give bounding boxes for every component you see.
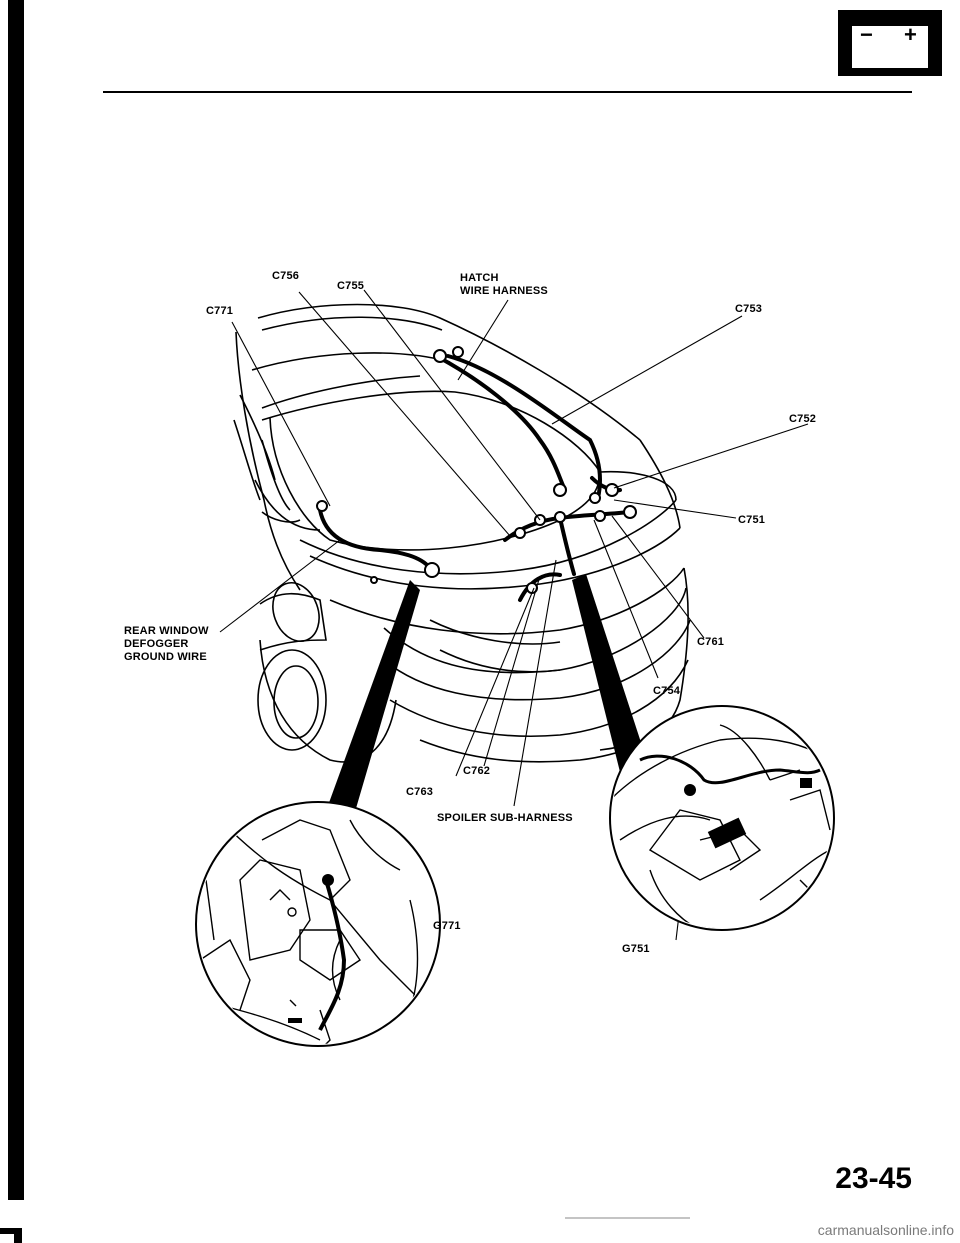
binding-bar [8,0,24,1200]
label-c755: C755 [337,280,365,292]
label-g751: G751 [622,943,650,955]
label-c756: C756 [272,270,300,282]
label-spoiler-sub-harness: SPOILER SUB-HARNESS [437,812,573,824]
label-c752: C752 [789,413,817,425]
label-c753: C753 [735,303,763,315]
label-rear-window-defogger-ground-wire: REAR WINDOW DEFOGGER GROUND WIRE [124,625,209,663]
page-number: 23-45 [835,1162,912,1195]
label-c751: C751 [738,514,766,526]
detail-pointer-right [572,574,650,780]
watermark-text: carmanualsonline.info [817,1222,954,1238]
label-c762: C762 [463,765,491,777]
battery-negative-positive-icon: − + [838,10,942,76]
minus-sign: − [860,22,873,47]
label-hatch-wire-harness: HATCH WIRE HARNESS [460,272,548,297]
connectors [316,346,637,594]
detail-circle-g771 [195,801,441,1047]
detail-circle-g751 [609,705,835,931]
detail-pointer-left [322,580,420,822]
label-c761: C761 [697,636,725,648]
label-c771: C771 [206,305,234,317]
label-c754: C754 [653,685,681,697]
label-c763: C763 [406,786,434,798]
plus-sign: + [904,22,917,47]
label-g771: G771 [433,920,461,932]
